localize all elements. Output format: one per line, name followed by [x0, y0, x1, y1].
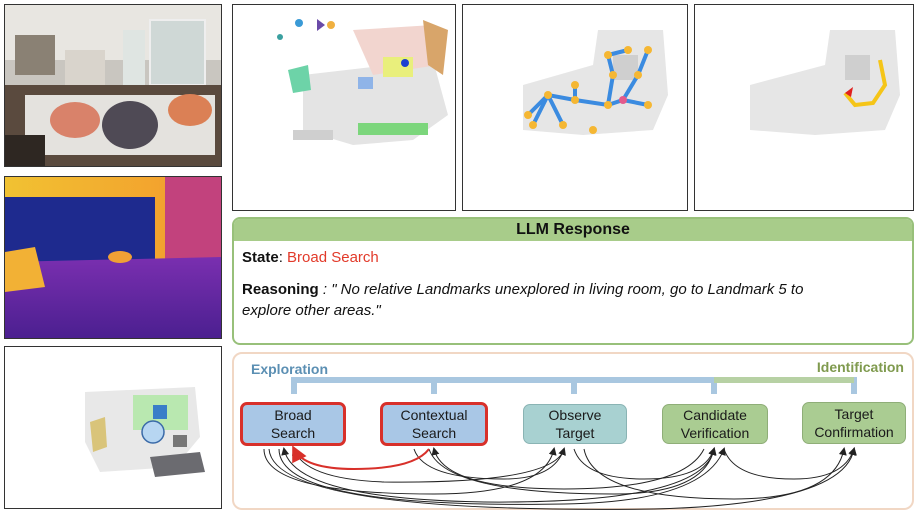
rgb-observation-image — [4, 4, 222, 167]
node-observe-target-line1: Observe — [548, 407, 602, 423]
local-map-image — [4, 346, 222, 509]
state-line: State: Broad Search — [242, 249, 379, 266]
node-broad-search-line2: Search — [270, 425, 316, 441]
node-broad-search-line1: Broad — [274, 407, 312, 423]
node-target-confirmation-line1: Target — [834, 406, 874, 422]
node-contextual-search-line2: Search — [411, 425, 457, 441]
llm-response-box: LLM Response State: Broad Search Reasoni… — [232, 217, 914, 345]
llm-response-title: LLM Response — [234, 219, 912, 241]
navigation-path-image — [694, 4, 914, 211]
node-observe-target-line2: Target — [555, 425, 595, 441]
reasoning-line: Reasoning : " No relative Landmarks unex… — [242, 279, 842, 321]
node-candidate-verification-line2: Verification — [680, 425, 750, 441]
node-candidate-verification-line1: Candidate — [683, 407, 747, 423]
reasoning-label: Reasoning — [242, 281, 319, 298]
flow-connectors — [263, 377, 857, 510]
semantic-map-image — [232, 4, 456, 211]
depth-map-image — [4, 176, 222, 339]
identification-label: Identification — [816, 359, 904, 375]
state-label: State — [242, 249, 279, 266]
state-value: Broad Search — [287, 249, 379, 266]
exploration-label: Exploration — [251, 361, 329, 377]
landmark-graph-image — [462, 4, 688, 211]
node-contextual-search-line1: Contextual — [400, 407, 468, 423]
node-target-confirmation-line2: Confirmation — [814, 424, 894, 440]
reasoning-text: : " No relative Landmarks unexplored in … — [242, 281, 804, 319]
state-flow-diagram: Exploration Identification — [232, 352, 914, 510]
